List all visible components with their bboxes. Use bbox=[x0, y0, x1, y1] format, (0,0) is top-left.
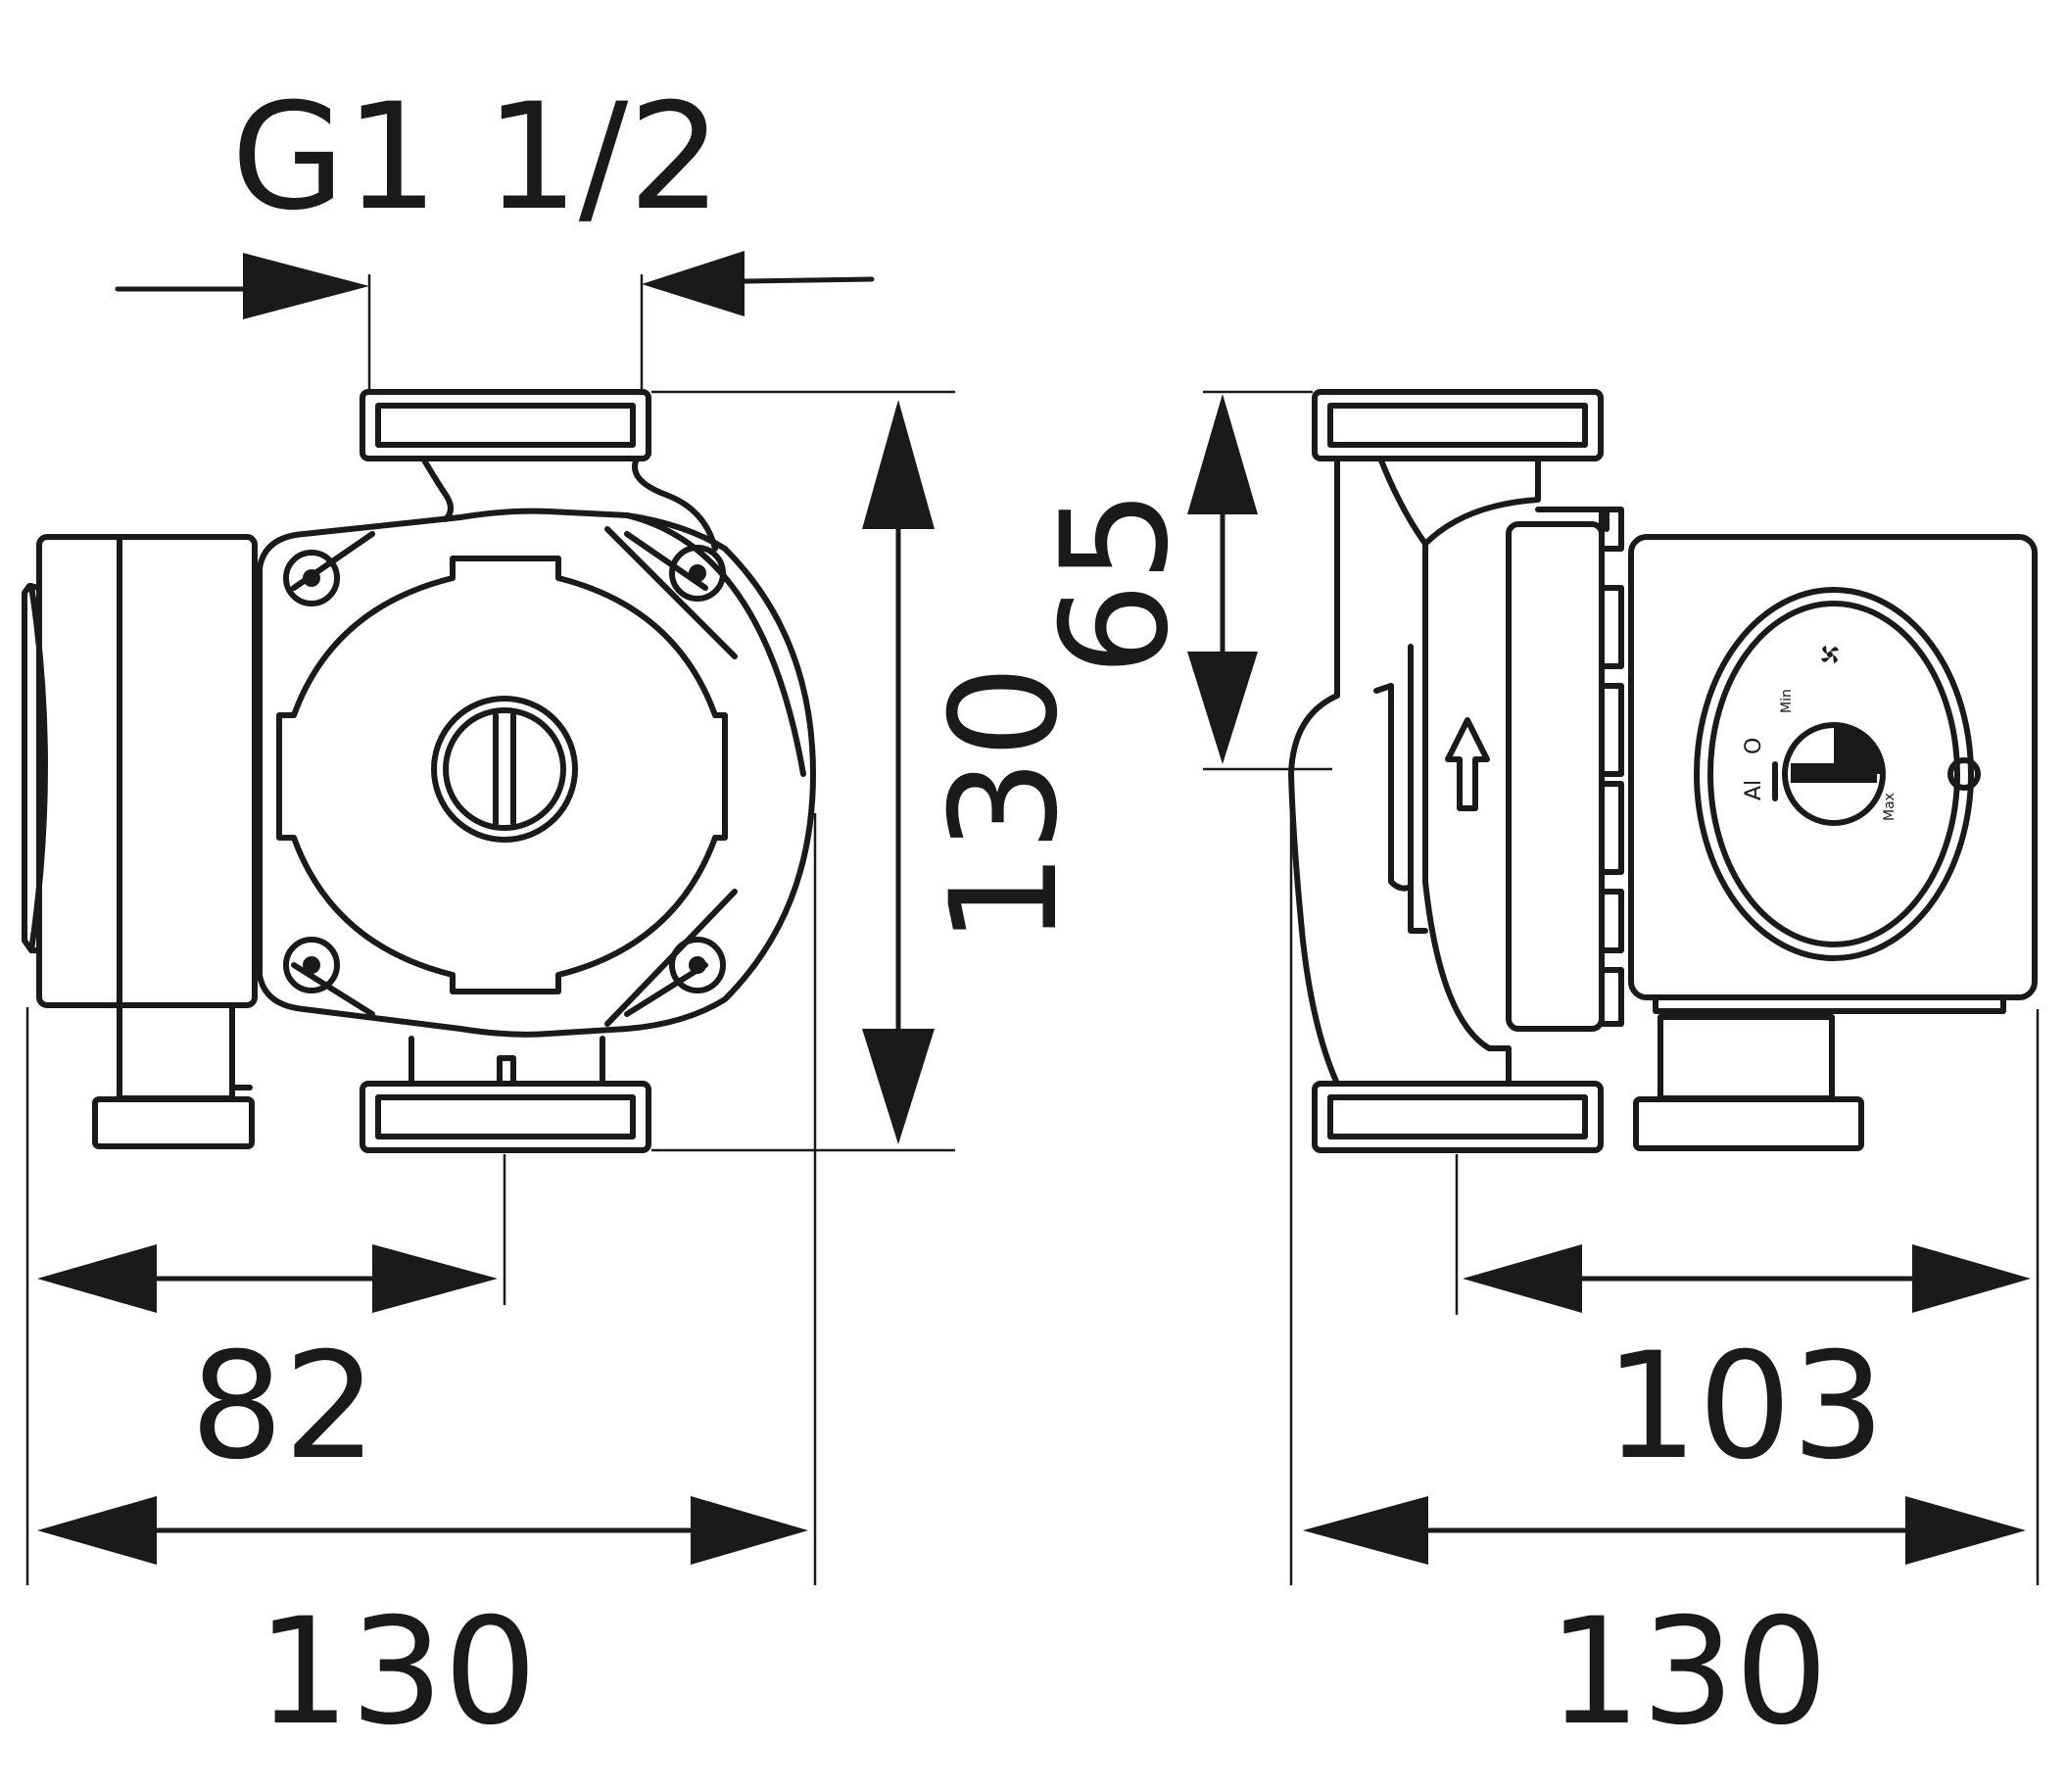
center-height-label: 65 bbox=[1031, 489, 1201, 676]
pump-side-view: Al O Min Max bbox=[1288, 389, 2038, 1153]
dial-label-off: O bbox=[1742, 738, 1766, 754]
speed-control-dial[interactable] bbox=[1772, 722, 1886, 826]
height-total-label: 130 bbox=[920, 665, 1090, 945]
pump-front-view bbox=[22, 389, 816, 1153]
dial-label-auto: Al bbox=[1742, 780, 1766, 800]
right-width-label: 130 bbox=[1548, 1587, 1828, 1758]
flow-direction-arrow-icon bbox=[1445, 717, 1490, 811]
dial-label-max: Max bbox=[1882, 793, 1898, 821]
cooling-fins bbox=[1599, 507, 1624, 1027]
thread-size-label: G1 1/2 bbox=[231, 73, 722, 243]
dimension-g1-1-2: G1 1/2 bbox=[115, 73, 875, 390]
left-width-label: 130 bbox=[257, 1587, 537, 1758]
dimension-height-130: 130 bbox=[651, 390, 1090, 1152]
dimension-left-130: 130 bbox=[37, 813, 817, 1758]
dimension-right-103: 103 bbox=[1455, 1009, 2040, 1585]
left-offset-label: 82 bbox=[190, 1322, 377, 1492]
dial-label-min: Min bbox=[1779, 689, 1795, 713]
fan-icon bbox=[1821, 646, 1839, 663]
dimension-left-82: 82 bbox=[25, 1007, 506, 1585]
dimension-right-130: 130 bbox=[1289, 813, 2026, 1758]
dimension-center-65: 65 bbox=[1031, 390, 1332, 771]
right-offset-label: 103 bbox=[1605, 1322, 1885, 1492]
